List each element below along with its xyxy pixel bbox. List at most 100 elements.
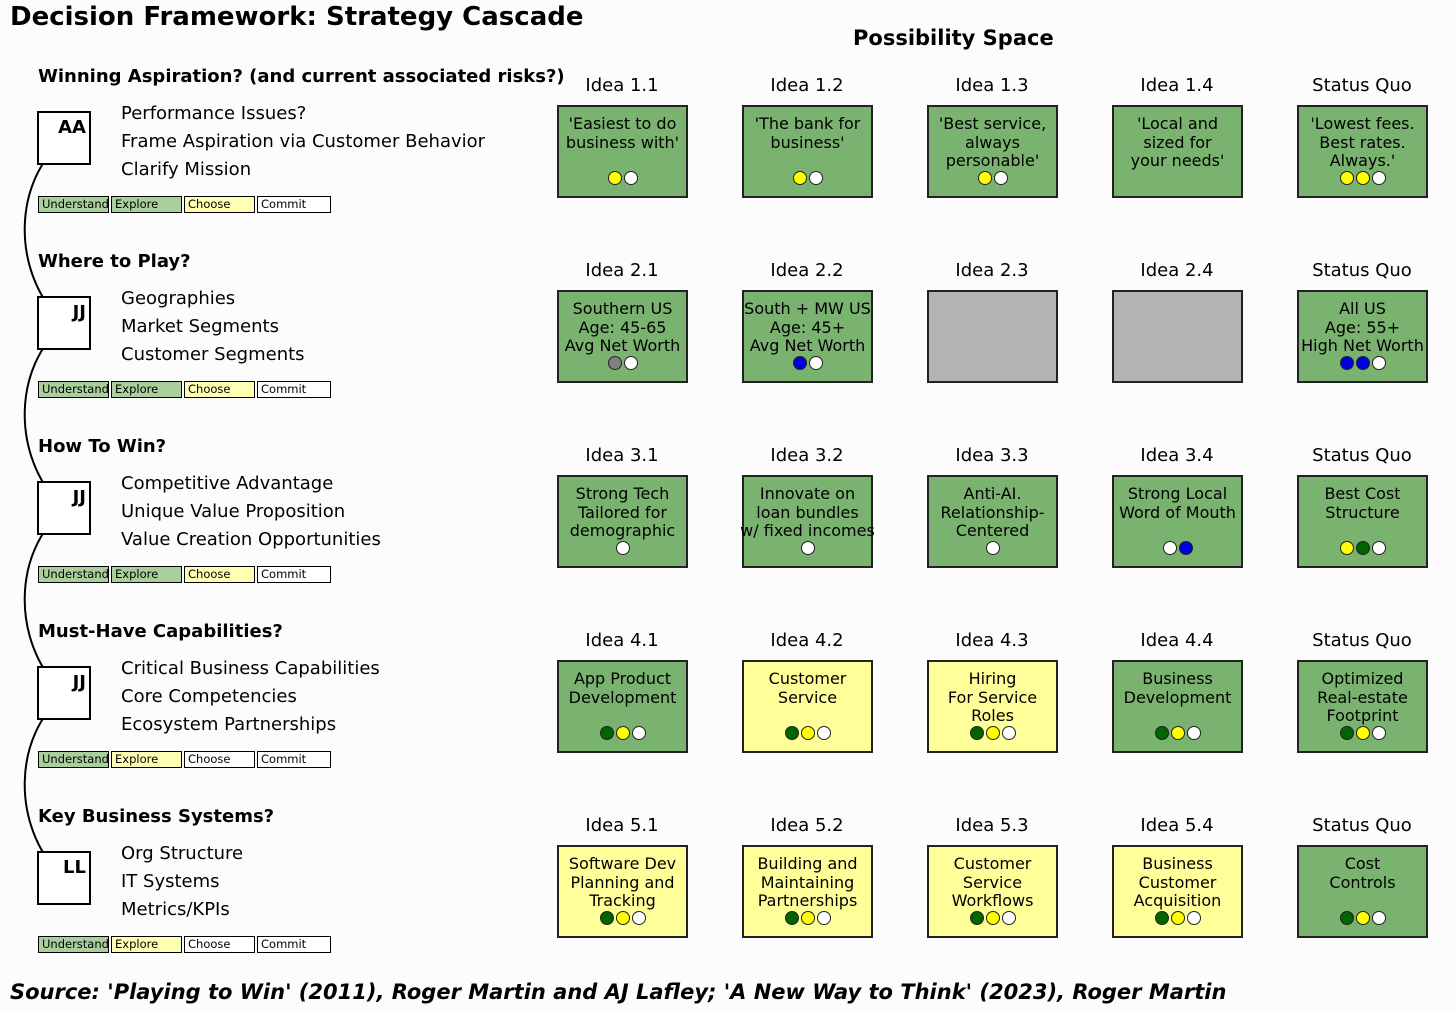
idea-label: Idea 5.2 [770,815,844,836]
rating-dot-green [1340,726,1354,740]
idea-label: Idea 4.2 [770,630,844,651]
rating-dot-green [785,726,799,740]
axis-tick-label: 40 [870,0,888,4]
cascade-arrow-2 [23,324,65,509]
owner-box: JJ [37,666,91,720]
idea-label: Idea 2.2 [770,260,844,281]
section-title: Winning Aspiration? (and current associa… [38,66,565,87]
section-item: Org Structure [121,843,244,864]
rating-dot-green [600,911,614,925]
section-item: Core Competencies [121,686,297,707]
idea-text: Best Cost Structure [1324,484,1401,522]
rating-dot-white [1002,911,1016,925]
idea-card[interactable]: Business Customer Acquisition [1112,845,1243,938]
owner-box: AA [37,111,91,165]
idea-text: 'Easiest to do business with' [565,114,680,152]
idea-label: Idea 3.3 [955,445,1029,466]
idea-card[interactable] [1112,290,1243,383]
rating-dot-white [616,541,630,555]
section-title: Must-Have Capabilities? [38,621,283,642]
axis-tick-label: 80 [1313,0,1331,4]
idea-card[interactable]: All US Age: 55+ High Net Worth [1297,290,1428,383]
rating-dot-white [817,726,831,740]
idea-card[interactable] [927,290,1058,383]
idea-card[interactable]: South + MW US Age: 45+ Avg Net Worth [742,290,873,383]
rating-dots [1163,541,1193,555]
rating-dot-yellow [608,171,622,185]
rating-dot-white [809,356,823,370]
rating-dot-yellow [1356,726,1370,740]
idea-label: Idea 1.3 [955,75,1029,96]
idea-label: Idea 1.4 [1140,75,1214,96]
idea-card[interactable]: 'Easiest to do business with' [557,105,688,198]
stage-commit: Commit [257,381,331,398]
idea-text: Customer Service Workflows [951,854,1034,910]
idea-card[interactable]: App Product Development [557,660,688,753]
idea-card[interactable]: Southern US Age: 45-65 Avg Net Worth [557,290,688,383]
idea-text: 'Local and sized for your needs' [1130,114,1225,170]
rating-dot-green [970,911,984,925]
rating-dot-white [809,171,823,185]
idea-card[interactable]: Building and Maintaining Partnerships [742,845,873,938]
stage-understand: Understand [38,196,109,213]
idea-card[interactable]: Customer Service Workflows [927,845,1058,938]
section-item: Clarify Mission [121,159,252,180]
rating-dots [600,726,646,740]
rating-dot-yellow [1340,541,1354,555]
idea-card[interactable]: Strong Tech Tailored for demographic [557,475,688,568]
idea-card[interactable]: Cost Controls [1297,845,1428,938]
idea-text: Customer Service [768,669,847,707]
source-citation: Source: 'Playing to Win' (2011), Roger M… [10,980,1227,1004]
stage-choose: Choose [184,936,255,953]
idea-card[interactable]: 'The bank for business' [742,105,873,198]
rating-dot-white [986,541,1000,555]
idea-label: Idea 3.4 [1140,445,1214,466]
idea-card[interactable]: Innovate on loan bundles w/ fixed income… [740,475,875,568]
idea-card[interactable]: Optimized Real-estate Footprint [1297,660,1428,753]
rating-dot-green [600,726,614,740]
idea-label: Idea 4.1 [585,630,659,651]
idea-label: Idea 2.4 [1140,260,1214,281]
stage-understand: Understand [38,751,109,768]
section-item: Metrics/KPIs [121,899,230,920]
idea-card[interactable]: 'Lowest fees. Best rates. Always.' [1297,105,1428,198]
rating-dot-white [1187,726,1201,740]
stage-commit: Commit [257,566,331,583]
idea-text: Southern US Age: 45-65 Avg Net Worth [564,299,681,355]
section-item: Competitive Advantage [121,473,334,494]
rating-dot-yellow [986,726,1000,740]
idea-card[interactable]: 'Local and sized for your needs' [1112,105,1243,198]
rating-dot-white [1372,171,1386,185]
rating-dot-white [817,911,831,925]
idea-card[interactable]: 'Best service, always personable' [927,105,1058,198]
idea-text: Strong Local Word of Mouth [1119,484,1236,522]
rating-dot-blue [1340,356,1354,370]
idea-card[interactable]: Business Development [1112,660,1243,753]
idea-label: Idea 1.1 [585,75,659,96]
owner-box: JJ [37,481,91,535]
rating-dot-white [1187,911,1201,925]
clipped-axis-ticks: 020406080100020406080100 [780,0,1400,4]
idea-card[interactable]: Strong Local Word of Mouth [1112,475,1243,568]
rating-dot-yellow [793,171,807,185]
idea-card[interactable]: Hiring For Service Roles [927,660,1058,753]
idea-text: Building and Maintaining Partnerships [757,854,858,910]
rating-dot-green [1155,726,1169,740]
owner-initials: JJ [72,487,86,508]
owner-initials: AA [58,117,86,138]
owner-initials: JJ [72,672,86,693]
rating-dots [970,726,1016,740]
cascade-arrow-1 [23,139,65,324]
rating-dot-white [632,911,646,925]
rating-dots [608,356,638,370]
rating-dots [1155,726,1201,740]
rating-dot-yellow [1356,171,1370,185]
idea-card[interactable]: Best Cost Structure [1297,475,1428,568]
idea-text: Innovate on loan bundles w/ fixed income… [740,484,875,540]
rating-dots [793,356,823,370]
idea-card[interactable]: Customer Service [742,660,873,753]
idea-card[interactable]: Anti-AI. Relationship- Centered [927,475,1058,568]
section-item: IT Systems [121,871,220,892]
idea-card[interactable]: Software Dev Planning and Tracking [557,845,688,938]
idea-label: Idea 5.1 [585,815,659,836]
